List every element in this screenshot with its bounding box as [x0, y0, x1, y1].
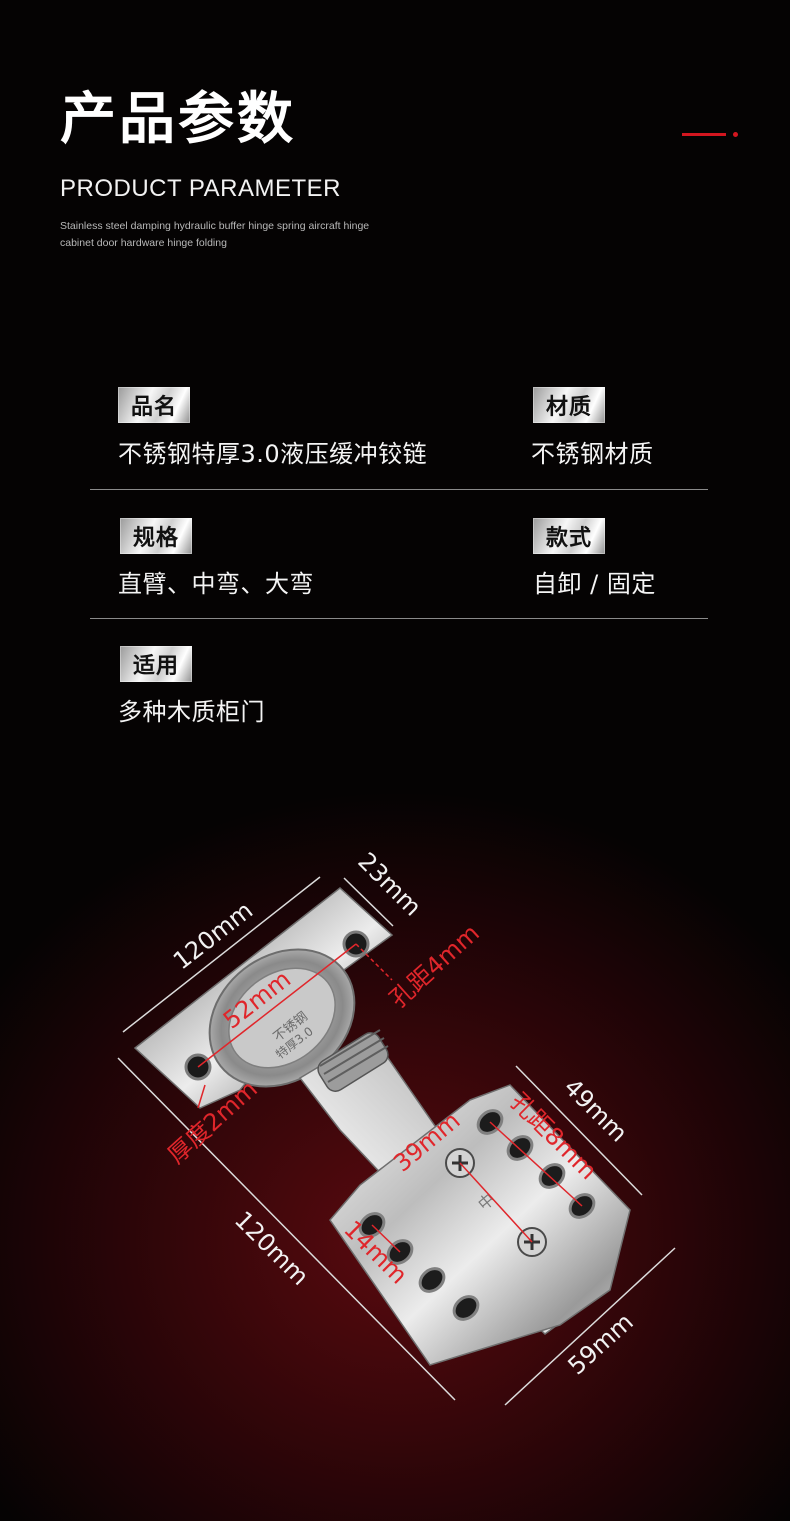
dimension-lines-red: [197, 943, 583, 1253]
accent-dot: [733, 132, 738, 137]
param-label-name: 品名: [118, 387, 191, 423]
param-value-spec: 直臂、中弯、大弯: [118, 570, 314, 598]
dimension-lines: [117, 876, 676, 1406]
param-value-material: 不锈钢材质: [531, 440, 654, 468]
dim-hole-spacing-top: 孔距4mm: [384, 919, 485, 1013]
param-label-material: 材质: [533, 387, 606, 423]
param-value-style: 自卸 / 固定: [533, 570, 656, 598]
param-label-style: 款式: [533, 518, 606, 554]
param-divider: [90, 489, 708, 490]
hinge-base-plate: 中: [329, 1084, 631, 1366]
adjust-hole: [418, 1267, 446, 1293]
param-value-usage: 多种木质柜门: [118, 698, 265, 726]
adjust-hole: [452, 1295, 480, 1321]
hinge-arm-plate: 不锈钢 特厚3.0: [133, 887, 394, 1109]
param-label-usage: 适用: [120, 646, 193, 682]
dim-base-width: 59mm: [563, 1308, 639, 1381]
page-subtitle: PRODUCT PARAMETER: [60, 175, 341, 202]
hinge-diagram: 不锈钢 特厚3.0 中: [117, 847, 676, 1406]
param-value-name: 不锈钢特厚3.0液压缓冲铰链: [118, 440, 428, 468]
page-description: Stainless steel damping hydraulic buffer…: [60, 220, 370, 249]
page-title: 产品参数: [60, 87, 296, 152]
accent-line: [682, 133, 726, 136]
param-divider: [90, 618, 708, 619]
dim-side-length: 120mm: [229, 1206, 314, 1291]
param-label-spec: 规格: [120, 518, 193, 554]
